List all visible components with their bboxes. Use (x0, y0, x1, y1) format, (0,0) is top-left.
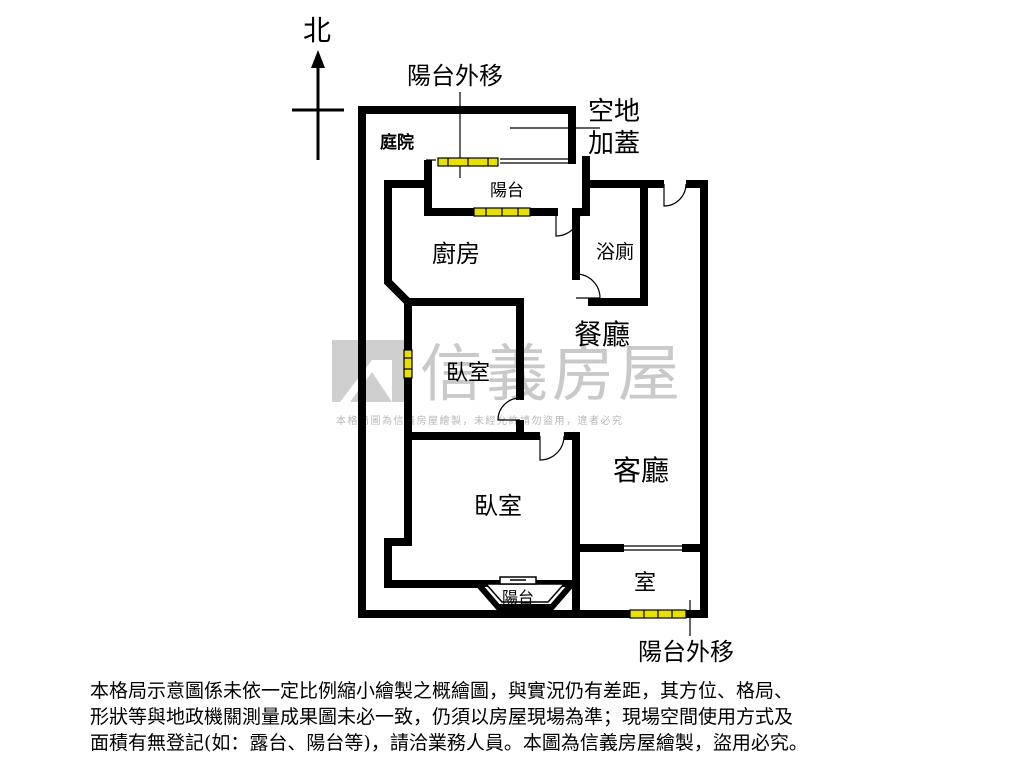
door-swing-icon (497, 397, 521, 421)
watermark: 信義房屋 本格局圖為信義房屋繪製，未經允許請勿盜用，違者必究 (332, 337, 684, 427)
outer-wall-left (358, 106, 708, 618)
north-arrow-icon (311, 50, 325, 68)
label-room: 室 (634, 571, 656, 596)
watermark-brand: 信義房屋 (420, 337, 684, 410)
label-dining-room: 餐廳 (574, 318, 630, 351)
label-balcony-moved-bottom: 陽台外移 (638, 638, 734, 666)
label-balcony-bottom: 陽台 (502, 588, 534, 607)
disclaimer-line: 面積有無登記(如：露台、陽台等)，請洽業務人員。本圖為信義房屋繪製，盜用必究。 (90, 732, 808, 754)
kitchen-wall (384, 180, 432, 308)
north-compass: 北 (292, 14, 344, 160)
walls (358, 106, 708, 618)
bathroom-wall-right (588, 180, 648, 306)
label-bathroom: 浴廁 (596, 240, 634, 263)
door-swing-icon (539, 435, 565, 461)
label-living-room: 客廳 (613, 454, 669, 487)
label-balcony-moved-top: 陽台外移 (407, 62, 503, 90)
north-label: 北 (303, 14, 331, 47)
label-empty-lot-1: 空地 (588, 97, 640, 127)
label-kitchen: 廚房 (432, 240, 480, 268)
label-courtyard: 庭院 (380, 132, 414, 153)
label-empty-lot-2: 加蓋 (588, 129, 640, 159)
label-balcony-top: 陽台 (490, 181, 524, 201)
room-labels: 陽台外移 空地 加蓋 庭院 陽台 廚房 浴廁 餐廳 臥室 臥室 客廳 室 陽台 … (380, 62, 734, 666)
bedroom1-wall (404, 298, 524, 400)
windows (403, 157, 687, 619)
door-swing-icon (555, 211, 581, 237)
label-bedroom-2: 臥室 (474, 492, 522, 520)
watermark-notice: 本格局圖為信義房屋繪製，未經允許請勿盜用，違者必究 (336, 414, 624, 427)
window-icon (403, 349, 413, 379)
disclaimer: 本格局示意圖係未依一定比例縮小繪製之概繪圖，與實況仍有差距，其方位、格局、 形狀… (90, 678, 950, 756)
disclaimer-line: 形狀等與地政機關測量成果圖未必一致，仍須以房屋現場為準；現場空間使用方式及 (90, 706, 794, 728)
label-bedroom-1: 臥室 (446, 361, 490, 386)
disclaimer-line: 本格局示意圖係未依一定比例縮小繪製之概繪圖，與實況仍有差距，其方位、格局、 (90, 680, 794, 702)
door-swing-icon (663, 183, 687, 207)
bedroom2-wall (384, 432, 580, 588)
door-swing-icon (575, 273, 601, 299)
outer-wall (358, 106, 576, 164)
bottom-balcony-bay (471, 576, 579, 610)
brand-logo-icon (332, 340, 410, 402)
